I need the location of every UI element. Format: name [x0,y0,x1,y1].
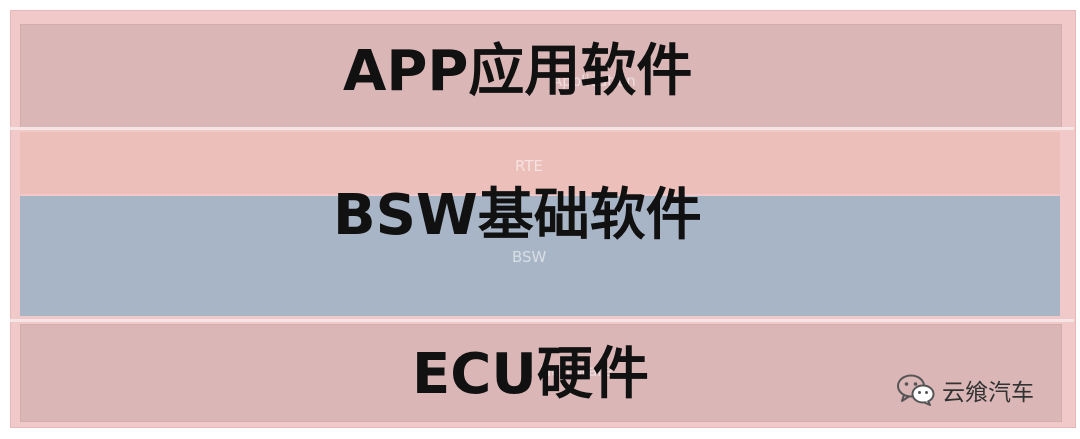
app-layer-faint-label: Application [552,72,636,90]
rte-layer-band [20,132,1060,194]
ecu-layer-label: ECU硬件 [412,342,649,407]
ecu-layer-faint-label: Hardware [540,362,613,380]
layer-separator [10,127,1074,130]
layer-separator [10,319,1074,322]
watermark: 云飨汽车 [896,372,1034,408]
app-layer-band [20,24,1062,130]
watermark-text: 云飨汽车 [942,380,1034,406]
wechat-icon [897,374,935,406]
ecu-layer-band [20,324,1062,422]
rte-layer-faint-label: RTE [515,157,543,175]
bsw-layer-band [20,196,1060,316]
bsw-layer-faint-label: BSW [512,248,547,266]
app-layer-label: APP应用软件 [343,39,693,104]
bsw-layer-label: BSW基础软件 [333,183,702,248]
